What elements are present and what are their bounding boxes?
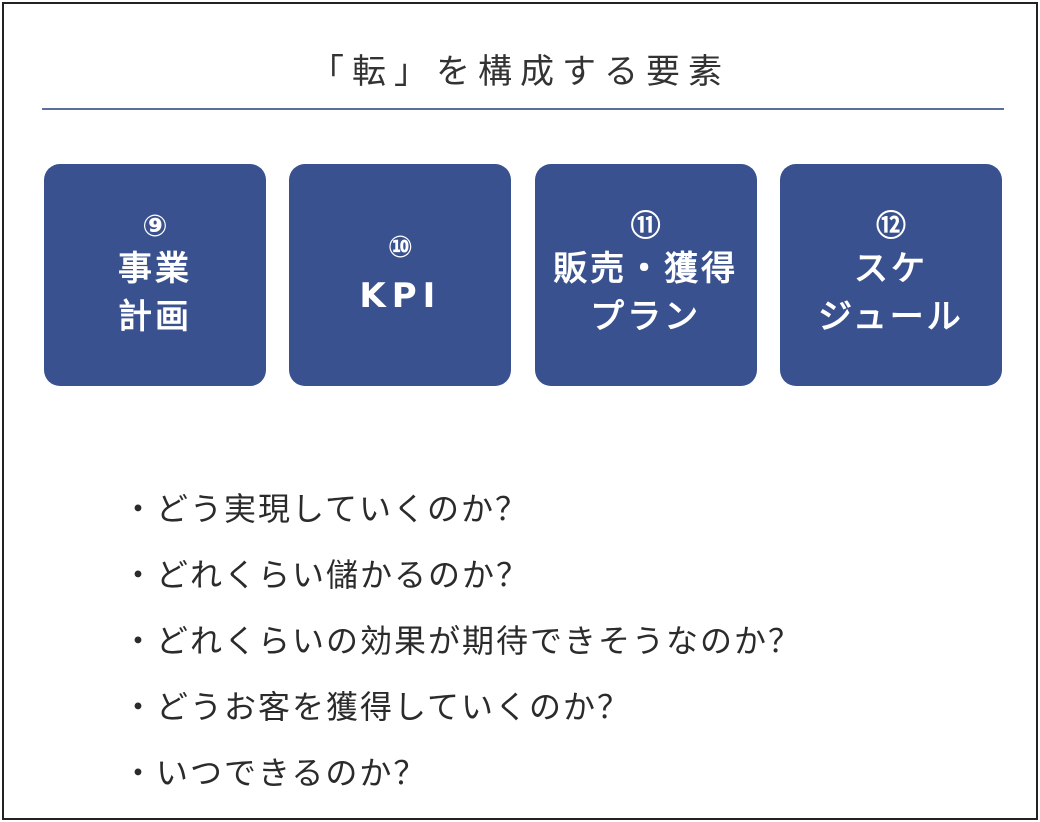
card-kpi: ⑩ KPI <box>289 164 512 386</box>
card-label: 事業 計画 <box>118 249 192 337</box>
element-cards: ⑨ 事業 計画 ⑩ KPI ⑪ 販売・獲得 プラン ⑫ スケ ジュール <box>44 164 1002 386</box>
list-item: ・いつできるのか？ <box>122 754 428 792</box>
card-label: スケ ジュール <box>818 249 964 337</box>
slide-title: 「転」を構成する要素 <box>310 52 730 92</box>
list-item: ・どう実現していくのか？ <box>122 490 530 528</box>
card-label: KPI <box>359 276 442 316</box>
list-item: ・どうお客を獲得していくのか？ <box>122 688 632 726</box>
list-item: ・どれくらい儲かるのか？ <box>122 556 531 594</box>
card-number: ⑩ <box>387 230 414 265</box>
card-sales-acquisition-plan: ⑪ 販売・獲得 プラン <box>534 164 757 386</box>
card-number: ⑨ <box>142 209 168 244</box>
title-divider <box>42 108 1004 110</box>
card-business-plan: ⑨ 事業 計画 <box>44 164 266 386</box>
card-number: ⑫ <box>875 209 906 244</box>
card-number: ⑪ <box>630 209 661 244</box>
card-label: 販売・獲得 プラン <box>553 249 739 337</box>
list-item: ・どれくらいの効果が期待できそうなのか？ <box>122 622 803 660</box>
question-list: ・どう実現していくのか？ ・どれくらい儲かるのか？ ・どれくらいの効果が期待でき… <box>122 476 1002 806</box>
card-schedule: ⑫ スケ ジュール <box>779 164 1002 386</box>
